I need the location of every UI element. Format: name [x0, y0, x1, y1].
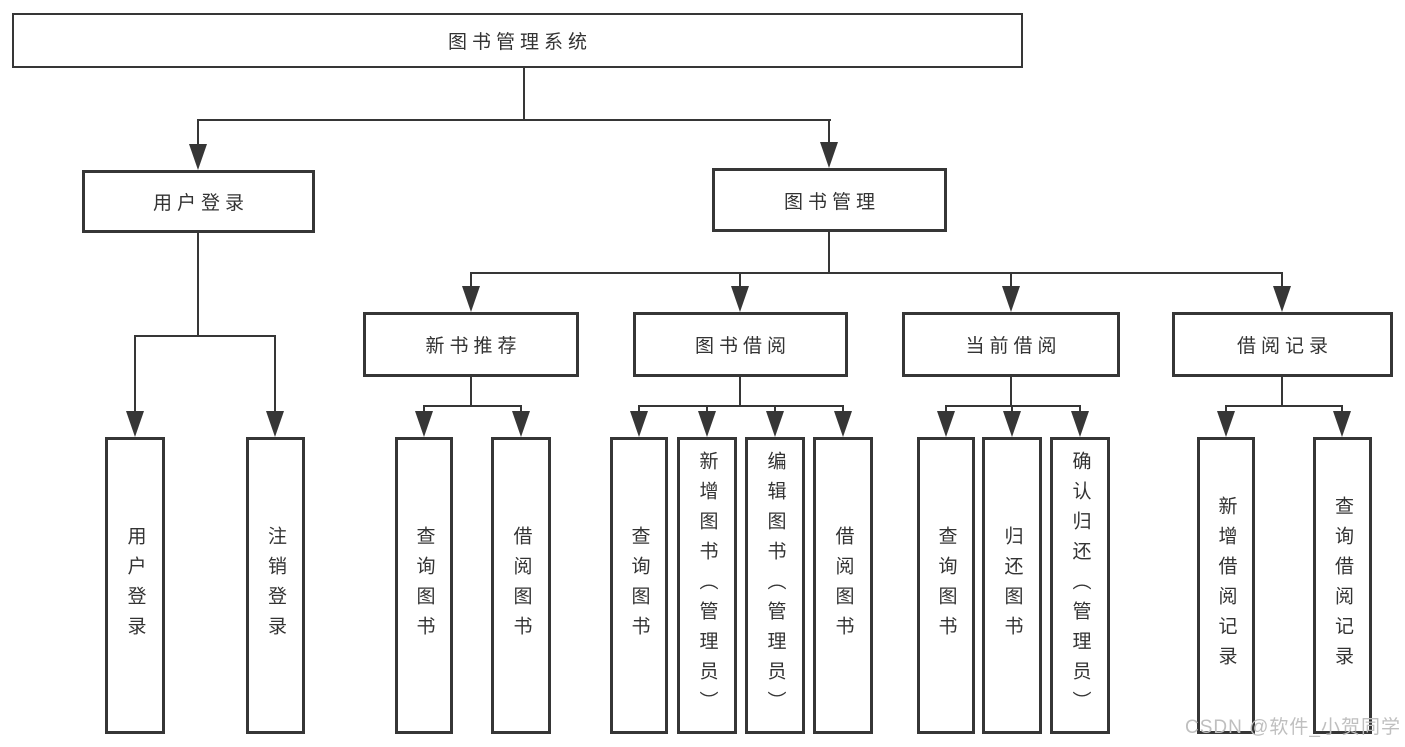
leaf-borrow-add-books-admin: 新增图书（管理员）: [677, 437, 737, 734]
connector-current-borrow-branch: [945, 405, 1081, 407]
arrowhead-down-icon: [189, 144, 207, 170]
arrowhead-down-icon: [462, 286, 480, 312]
arrowhead-down-icon: [1002, 286, 1020, 312]
leaf-user-login: 用户登录: [105, 437, 165, 734]
node-root: 图书管理系统: [12, 13, 1023, 68]
connector-user-login-branch: [134, 335, 276, 337]
arrowhead-down-icon: [415, 411, 433, 437]
connector-level3-branch: [470, 272, 1283, 274]
connector-drop-leaf: [1225, 406, 1227, 412]
connector-drop-book-borrow: [739, 273, 741, 287]
leaf-current-query-books: 查询图书: [917, 437, 975, 734]
arrowhead-down-icon: [512, 411, 530, 437]
connector-drop-leaf: [423, 406, 425, 412]
connector-level2-branch: [197, 119, 831, 121]
connector-drop-user-login: [197, 120, 199, 145]
arrowhead-down-icon: [266, 411, 284, 437]
connector-root-stub: [523, 67, 525, 120]
arrowhead-down-icon: [126, 411, 144, 437]
connector-drop-leaf: [520, 406, 522, 412]
node-book-borrow: 图书借阅: [633, 312, 848, 377]
arrowhead-down-icon: [1273, 286, 1291, 312]
connector-new-book-rec-stub: [470, 377, 472, 406]
connector-drop-leaf: [1011, 406, 1013, 412]
leaf-current-confirm-return-admin: 确认归还（管理员）: [1050, 437, 1110, 734]
arrowhead-down-icon: [834, 411, 852, 437]
connector-drop-leaf: [274, 336, 276, 412]
connector-drop-leaf: [1079, 406, 1081, 412]
node-new-book-rec: 新书推荐: [363, 312, 579, 377]
leaf-record-add: 新增借阅记录: [1197, 437, 1255, 734]
leaf-record-query: 查询借阅记录: [1313, 437, 1372, 734]
arrowhead-down-icon: [731, 286, 749, 312]
node-borrow-record: 借阅记录: [1172, 312, 1393, 377]
node-book-mgmt: 图书管理: [712, 168, 947, 232]
node-user-login: 用户登录: [82, 170, 315, 233]
connector-drop-leaf: [1341, 406, 1343, 412]
connector-drop-borrow-record: [1281, 273, 1283, 287]
connector-book-borrow-stub: [739, 377, 741, 406]
connector-drop-new-book-rec: [470, 273, 472, 287]
leaf-rec-query-books: 查询图书: [395, 437, 453, 734]
leaf-rec-borrow-books: 借阅图书: [491, 437, 551, 734]
leaf-borrow-borrow-books: 借阅图书: [813, 437, 873, 734]
connector-drop-current-borrow: [1010, 273, 1012, 287]
arrowhead-down-icon: [820, 142, 838, 168]
connector-current-borrow-stub: [1010, 377, 1012, 406]
leaf-borrow-query-books: 查询图书: [610, 437, 668, 734]
node-current-borrow: 当前借阅: [902, 312, 1120, 377]
connector-borrow-record-stub: [1281, 377, 1283, 406]
connector-user-login-stub: [197, 233, 199, 336]
connector-drop-book-mgmt: [828, 120, 830, 143]
arrowhead-down-icon: [937, 411, 955, 437]
connector-drop-leaf: [774, 406, 776, 412]
arrowhead-down-icon: [1071, 411, 1089, 437]
leaf-current-return-books: 归还图书: [982, 437, 1042, 734]
arrowhead-down-icon: [1003, 411, 1021, 437]
connector-drop-leaf: [842, 406, 844, 412]
connector-book-mgmt-stub: [828, 232, 830, 273]
connector-drop-leaf: [638, 406, 640, 412]
arrowhead-down-icon: [1333, 411, 1351, 437]
watermark: CSDN @软件_小贺同学: [1185, 717, 1401, 738]
arrowhead-down-icon: [1217, 411, 1235, 437]
connector-drop-leaf: [706, 406, 708, 412]
connector-new-book-rec-branch: [423, 405, 522, 407]
connector-book-borrow-branch: [638, 405, 844, 407]
connector-drop-leaf: [134, 336, 136, 412]
connector-borrow-record-branch: [1225, 405, 1343, 407]
connector-drop-leaf: [945, 406, 947, 412]
arrowhead-down-icon: [698, 411, 716, 437]
leaf-borrow-edit-books-admin: 编辑图书（管理员）: [745, 437, 805, 734]
arrowhead-down-icon: [766, 411, 784, 437]
leaf-logout: 注销登录: [246, 437, 305, 734]
arrowhead-down-icon: [630, 411, 648, 437]
